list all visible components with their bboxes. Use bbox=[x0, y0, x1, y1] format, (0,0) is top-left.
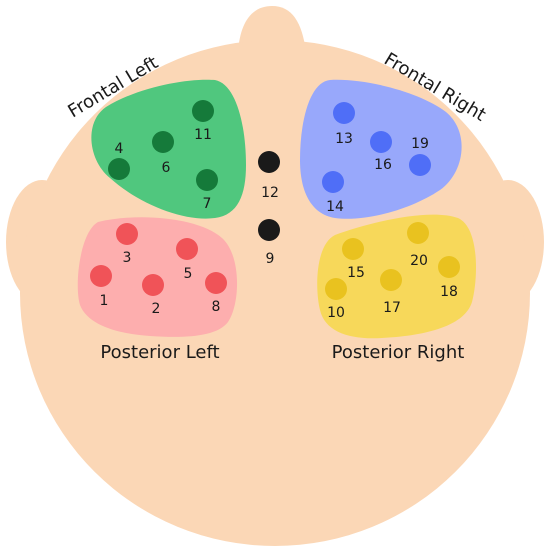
posterior-right-label: Posterior Right bbox=[332, 342, 465, 363]
electrode-8-label: 8 bbox=[212, 299, 221, 315]
electrode-2-label: 2 bbox=[152, 301, 161, 317]
electrode-3 bbox=[116, 223, 138, 245]
electrode-15 bbox=[342, 238, 364, 260]
electrode-13 bbox=[333, 102, 355, 124]
electrode-20 bbox=[407, 222, 429, 244]
electrode-11 bbox=[192, 100, 214, 122]
electrode-10 bbox=[325, 278, 347, 300]
electrode-19-label: 19 bbox=[411, 136, 429, 152]
electrode-20-label: 20 bbox=[410, 253, 428, 269]
posterior-left-label: Posterior Left bbox=[100, 342, 219, 363]
frontal-right-electrodes: 13 16 19 14 bbox=[322, 102, 431, 215]
electrode-3-label: 3 bbox=[123, 250, 132, 266]
electrode-12 bbox=[258, 151, 280, 173]
electrode-5-label: 5 bbox=[184, 266, 193, 282]
electrode-19 bbox=[409, 154, 431, 176]
electrode-9-label: 9 bbox=[266, 251, 275, 267]
electrode-16-label: 16 bbox=[374, 157, 392, 173]
electrode-4-label: 4 bbox=[115, 141, 124, 157]
electrode-14-label: 14 bbox=[326, 199, 344, 215]
electrode-8 bbox=[205, 272, 227, 294]
center-electrodes: 12 9 bbox=[258, 151, 280, 267]
electrode-17 bbox=[380, 269, 402, 291]
electrode-13-label: 13 bbox=[335, 131, 353, 147]
electrode-7-label: 7 bbox=[203, 196, 212, 212]
electrode-2 bbox=[142, 274, 164, 296]
electrode-11-label: 11 bbox=[194, 127, 212, 143]
electrode-18-label: 18 bbox=[440, 284, 458, 300]
electrode-4 bbox=[108, 158, 130, 180]
electrode-15-label: 15 bbox=[347, 265, 365, 281]
electrode-6 bbox=[152, 131, 174, 153]
electrode-6-label: 6 bbox=[162, 160, 171, 176]
electrode-12-label: 12 bbox=[261, 185, 279, 201]
electrode-10-label: 10 bbox=[327, 305, 345, 321]
posterior-right-electrodes: 20 15 18 17 10 bbox=[325, 222, 460, 321]
electrode-14 bbox=[322, 171, 344, 193]
electrode-9 bbox=[258, 219, 280, 241]
electrode-16 bbox=[370, 131, 392, 153]
electrode-17-label: 17 bbox=[383, 300, 401, 316]
posterior-left-electrodes: 3 5 1 2 8 bbox=[90, 223, 227, 317]
electrode-7 bbox=[196, 169, 218, 191]
electrode-1 bbox=[90, 265, 112, 287]
electrode-18 bbox=[438, 256, 460, 278]
frontal-left-electrodes: 11 6 4 7 bbox=[108, 100, 218, 212]
electrode-5 bbox=[176, 238, 198, 260]
electrode-1-label: 1 bbox=[100, 293, 109, 309]
